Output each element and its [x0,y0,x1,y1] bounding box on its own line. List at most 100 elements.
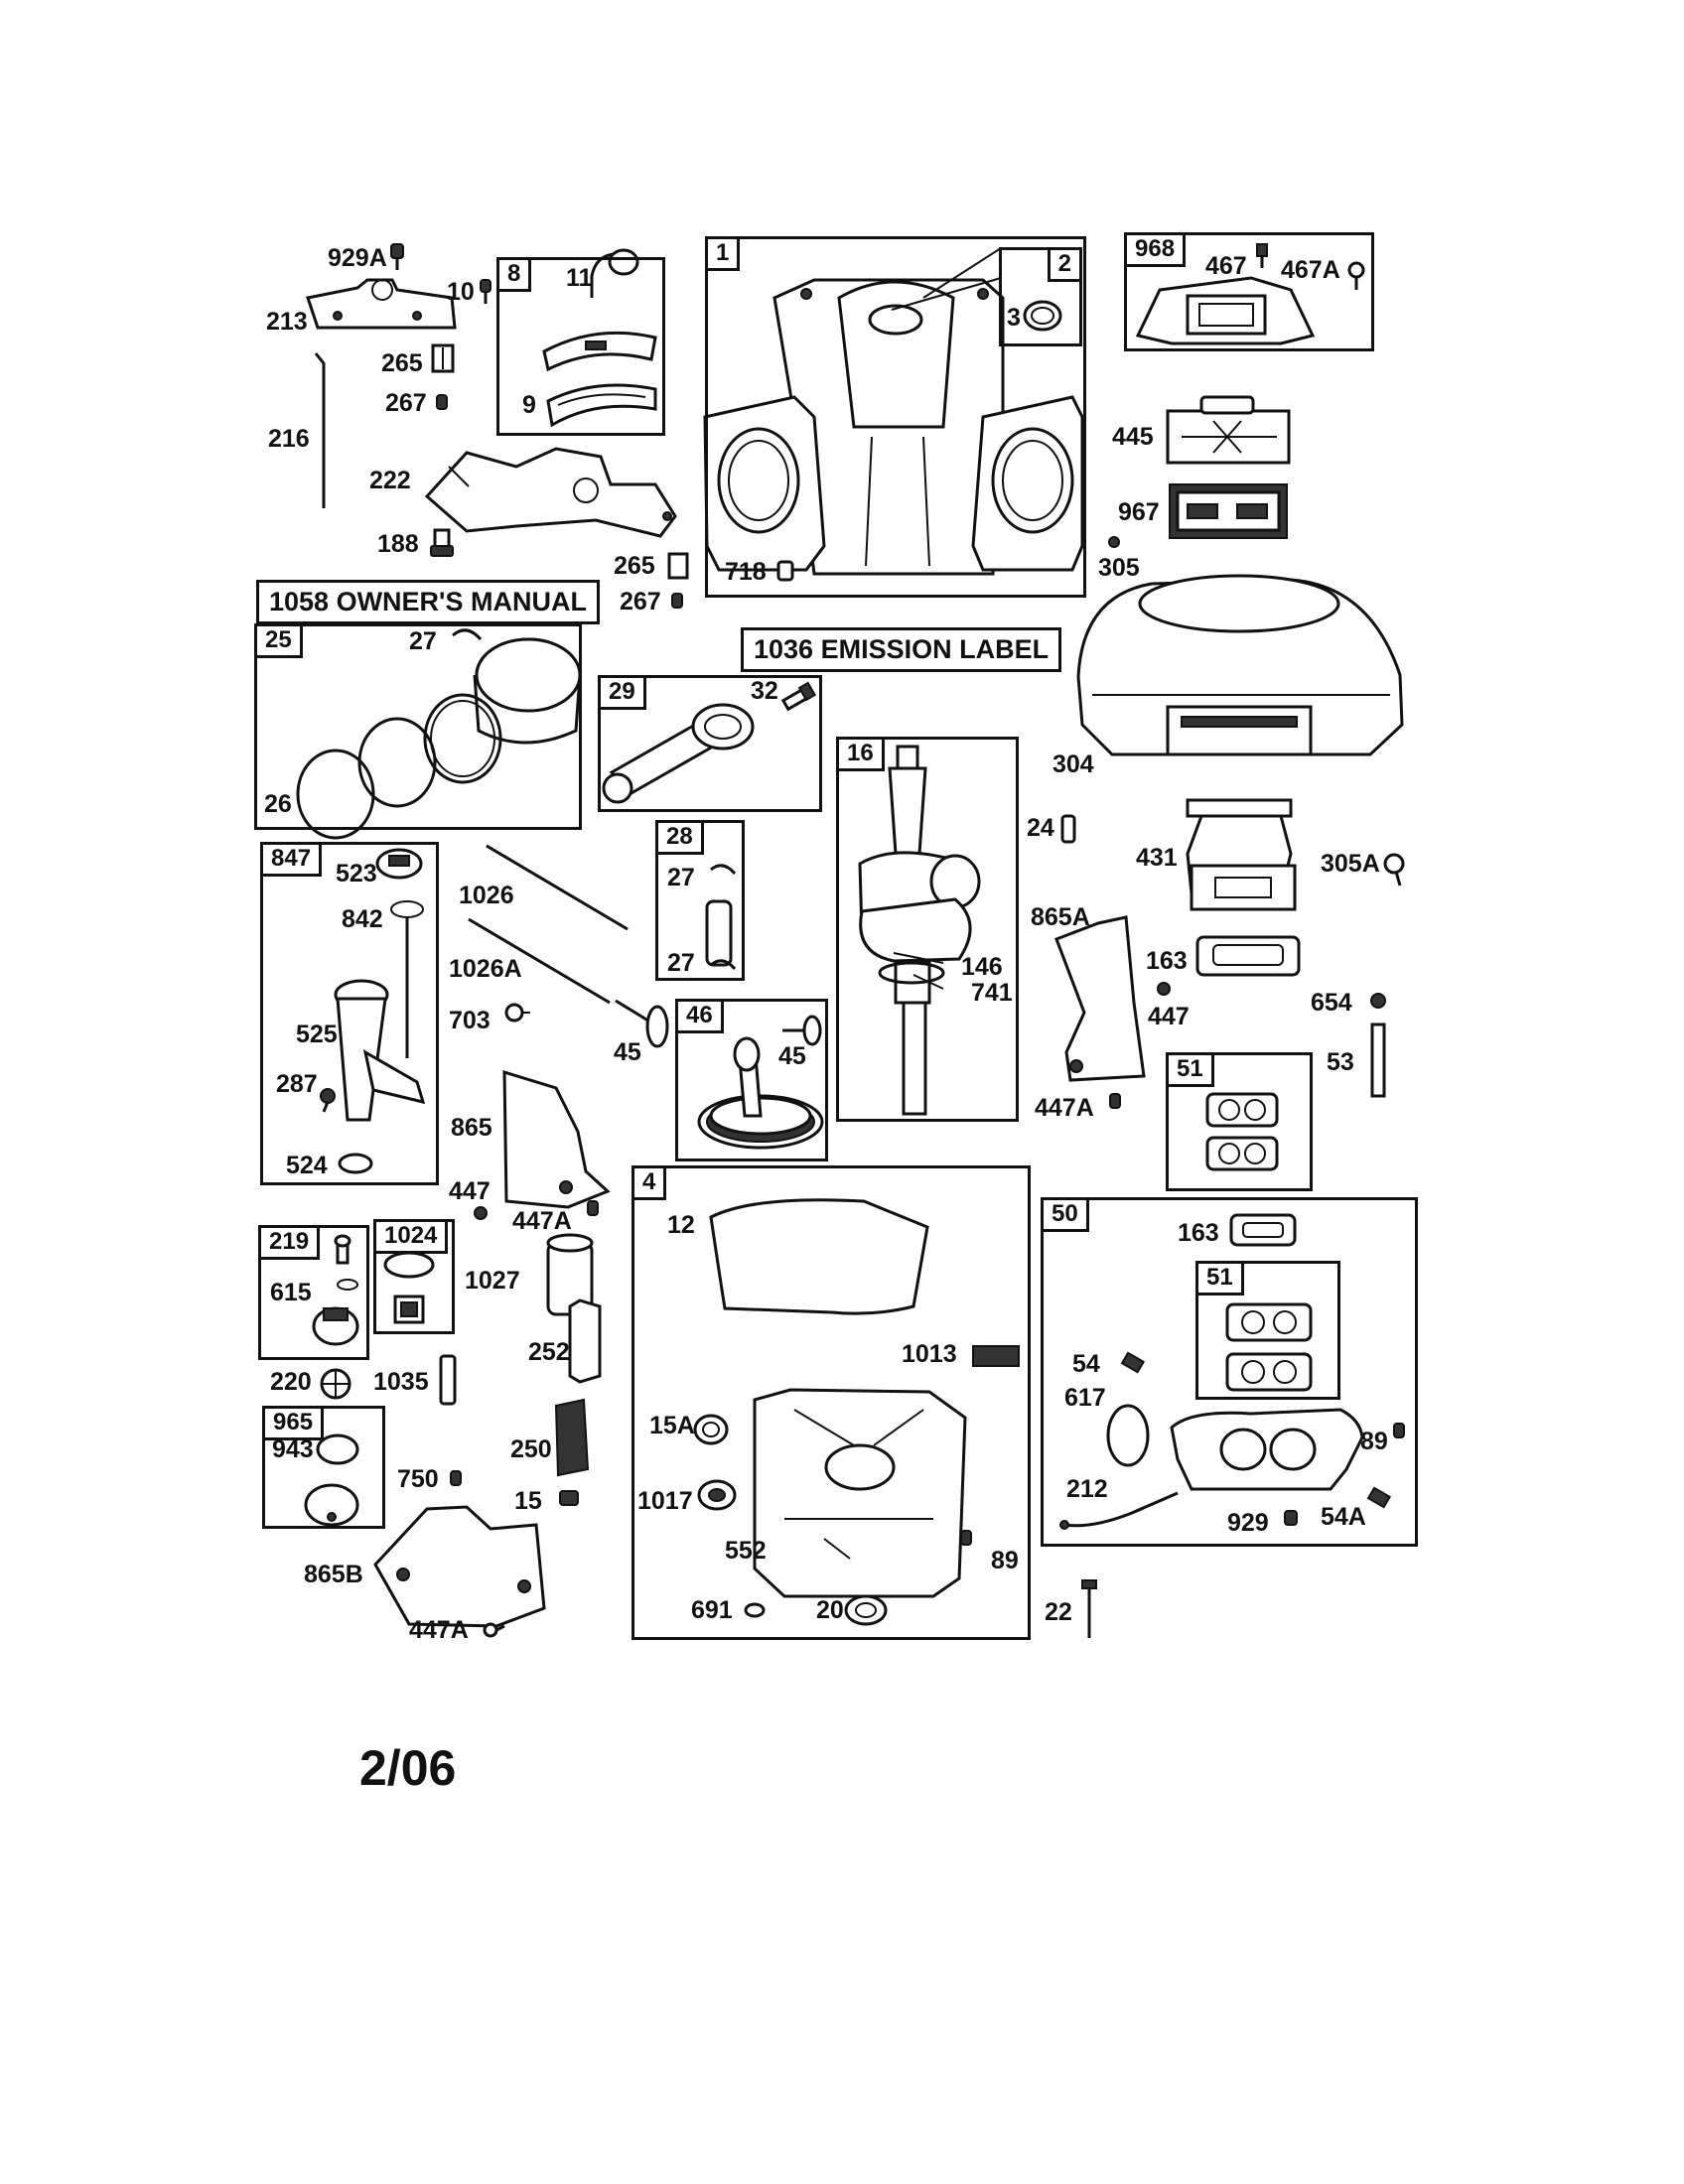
bracket-222-icon [424,447,677,538]
screw-447Aa-icon [587,1200,599,1216]
camshaft-46-icon [697,1036,824,1150]
screw-750-icon [450,1470,462,1486]
box-1: 1 [705,236,1086,598]
clip-27b-icon [710,864,737,876]
part-label: 27 [667,864,695,891]
push-rod-1026-icon [486,844,629,931]
box-8-number: 8 [496,257,532,292]
piston-25-icon [473,637,582,745]
bolt-188-icon [430,528,454,557]
piston-rings-26-icon [296,693,502,840]
part-label: 15 [514,1487,542,1515]
part-label: 222 [369,467,411,494]
part-label: 163 [1178,1219,1219,1247]
part-label: 718 [725,558,767,586]
gasket-163b-icon [1229,1213,1297,1247]
engine-block-1-icon [703,278,1084,576]
sump-icon [753,1388,967,1598]
part-label: 1035 [373,1368,429,1396]
part-label: 20 [816,1596,844,1624]
part-label: 447 [1148,1003,1190,1030]
fitting-89b-icon [960,1530,972,1546]
baffle-865A-icon [1054,915,1146,1082]
box-51a: 51 [1166,1052,1313,1191]
part-label: 188 [377,530,419,558]
box-1024-number: 1024 [373,1219,449,1254]
gasket-9-icon [546,383,657,428]
screw-267-icon [436,394,448,410]
breather-250-icon [554,1398,590,1477]
screw-267b-icon [671,593,683,609]
box-8: 8 [496,257,665,436]
part-label: 267 [620,588,661,615]
governor-pin-219-icon [334,1234,351,1265]
gasket-51a2-icon [1205,1136,1279,1171]
part-label: 467 [1205,252,1247,280]
clip-27a-icon [452,628,483,641]
part-label: 3 [1007,304,1021,332]
breather-cover-icon [542,331,657,372]
box-25-number: 25 [254,623,303,658]
part-label: 523 [336,860,377,887]
seal-3-icon [1023,300,1062,332]
air-cleaner-cover-968-icon [1135,276,1316,345]
pre-cleaner-967-icon [1169,483,1288,539]
part-label: 287 [276,1070,318,1098]
part-label: 9 [522,391,536,419]
part-label: 216 [268,425,310,453]
ring-615-icon [337,1279,358,1291]
oil-seal-20-icon [844,1594,888,1626]
screw-54-icon [1120,1351,1146,1374]
part-label: 967 [1118,498,1160,526]
box-2-number: 2 [1047,247,1082,282]
pin-1035-icon [439,1354,457,1406]
screw-287-icon [320,1088,336,1113]
part-label: 691 [691,1596,733,1624]
baffle-865B-icon [373,1505,546,1628]
box-219: 219 [258,1225,369,1360]
part-label: 45 [614,1038,641,1066]
box-46: 46 [675,999,828,1161]
box-219-number: 219 [258,1225,321,1260]
box-965: 965 [262,1406,385,1529]
stud-53-icon [1370,1023,1386,1098]
part-label: 865 [451,1114,492,1142]
box-847: 847 [260,842,439,1185]
part-label: 54A [1321,1503,1366,1531]
part-label: 431 [1136,844,1178,872]
part-label: 865B [304,1561,363,1588]
gasket-51b2-icon [1225,1352,1313,1392]
part-label: 741 [971,979,1013,1007]
box-51b: 51 [1195,1261,1340,1400]
box-965-number: 965 [262,1406,325,1440]
gasket-163-icon [1195,935,1301,977]
air-cleaner-base-304-icon [1076,574,1404,756]
box-4-number: 4 [632,1165,667,1200]
box-4: 4 [632,1165,1031,1640]
dipstick-cap-523-icon [375,848,423,880]
screw-447Ac-icon [483,1622,505,1638]
part-label: 89 [991,1547,1019,1574]
gasket-51b-icon [1225,1302,1313,1342]
part-label: 250 [510,1435,552,1463]
valve-45a-icon [615,999,669,1048]
box-16-number: 16 [836,737,885,771]
box-50: 50 [1041,1197,1418,1547]
part-label: 12 [667,1211,695,1239]
gasket-51a-icon [1205,1092,1279,1128]
part-label: 304 [1052,751,1094,778]
part-label: 467A [1281,256,1340,284]
part-label: 1027 [465,1267,520,1295]
box-46-number: 46 [675,999,724,1033]
part-label: 524 [286,1152,328,1179]
box-51a-number: 51 [1166,1052,1214,1087]
part-label: 703 [449,1007,491,1034]
box-50-number: 50 [1041,1197,1089,1232]
part-label: 750 [397,1465,439,1493]
part-label: 1026 [459,882,514,909]
screw-467A-icon [1347,261,1365,290]
leader-lines-icon [823,247,1002,1560]
screw-54A-icon [1366,1486,1392,1509]
o-ring-617-icon [1106,1404,1150,1467]
